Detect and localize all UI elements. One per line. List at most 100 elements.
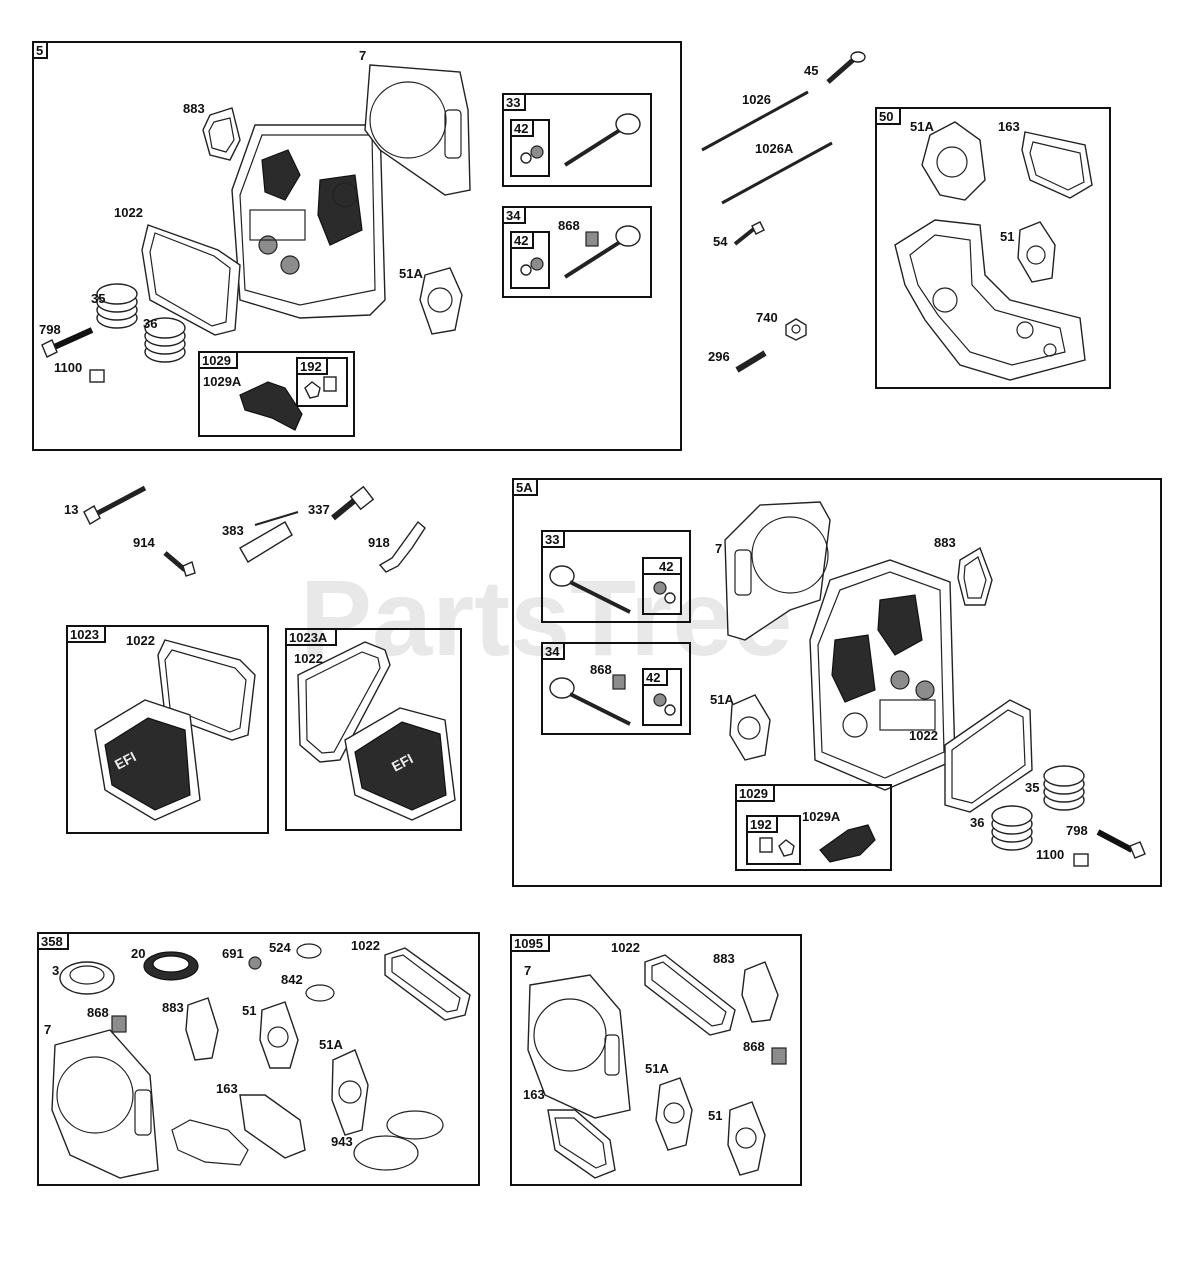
gasket-51: [259, 1001, 299, 1069]
label-868: 868: [558, 218, 580, 233]
box-192-tag: 192: [300, 359, 322, 374]
box-1029-tag: 1029: [739, 786, 768, 801]
gasket-51A: [419, 267, 463, 335]
label-1022: 1022: [351, 938, 380, 953]
box-1023-tag: 1023: [70, 627, 99, 642]
gasket-883: [741, 961, 779, 1023]
label-883: 883: [183, 101, 205, 116]
o-ring-842: [305, 984, 335, 1002]
valve-cover-gasket-1022: [644, 954, 736, 1036]
ring-943: [353, 1135, 419, 1171]
valve-cover-gasket-1022: [384, 947, 471, 1021]
valve-cover-gasket-1022: [944, 699, 1033, 813]
label-51: 51: [242, 1003, 256, 1018]
clip-1100: [1073, 853, 1089, 867]
label-868: 868: [87, 1005, 109, 1020]
gasket-51A: [921, 121, 986, 201]
stud-296: [735, 350, 767, 373]
label-337: 337: [308, 502, 330, 517]
valve-spring-35: [96, 283, 138, 329]
label-868: 868: [590, 662, 612, 677]
bolt-798: [1096, 829, 1146, 859]
valve-33: [549, 565, 631, 614]
box-33-tag: 33: [545, 532, 559, 547]
gasket-883: [202, 107, 241, 161]
label-51: 51: [708, 1108, 722, 1123]
label-163: 163: [216, 1081, 238, 1096]
label-1100: 1100: [1036, 847, 1064, 862]
bolt-54: [733, 221, 765, 246]
label-1026: 1026: [742, 92, 771, 107]
seal-868: [771, 1047, 787, 1065]
box-50-tag: 50: [879, 109, 893, 124]
group-1023A: 1023A EFI 1022: [285, 628, 462, 831]
valve-spring-36: [991, 805, 1033, 851]
label-914: 914: [133, 535, 155, 550]
valve-spring-35: [1043, 765, 1085, 811]
seal-868: [585, 231, 599, 247]
box-192-tag: 192: [750, 817, 772, 832]
gasket-163: [1021, 131, 1093, 199]
valve-34: [549, 677, 631, 726]
gasket-883: [185, 997, 219, 1061]
label-35: 35: [91, 291, 105, 306]
push-rod-1026: [701, 90, 809, 152]
seal-20: [143, 951, 199, 981]
seal-868: [612, 674, 626, 690]
gasket-51A: [655, 1077, 693, 1151]
hose-918: [378, 520, 426, 573]
seal-3: [59, 961, 115, 995]
label-1022: 1022: [114, 205, 143, 220]
seal-691: [248, 956, 262, 970]
gasket-outline: [171, 1119, 249, 1166]
nut-740: [785, 318, 807, 341]
label-163: 163: [523, 1087, 545, 1102]
bolt-798: [41, 327, 94, 358]
o-ring-524: [296, 943, 322, 959]
box-5A-tag: 5A: [516, 480, 533, 495]
label-51A: 51A: [645, 1061, 669, 1076]
label-1022: 1022: [126, 633, 155, 648]
label-943: 943: [331, 1134, 353, 1149]
label-1022: 1022: [909, 728, 938, 743]
label-13: 13: [64, 502, 78, 517]
label-883: 883: [934, 535, 956, 550]
label-798: 798: [1066, 823, 1088, 838]
group-1095: 1095 7 1022 883 868 51A 163 51: [510, 934, 802, 1186]
label-691: 691: [222, 946, 244, 961]
gasket-51A: [331, 1049, 369, 1136]
label-883: 883: [162, 1000, 184, 1015]
label-383: 383: [222, 523, 244, 538]
rocker-arm-1029A: [239, 381, 303, 431]
cylinder-head: [231, 124, 386, 319]
box-5-tag: 5: [36, 43, 43, 58]
label-3: 3: [52, 963, 59, 978]
gasket-51: [727, 1101, 766, 1176]
label-51A: 51A: [910, 119, 934, 134]
push-rod-1026A: [721, 141, 833, 205]
label-918: 918: [368, 535, 390, 550]
bolt-13: [83, 485, 147, 525]
box-1095-tag: 1095: [514, 936, 543, 951]
clip-1100: [89, 369, 105, 383]
label-1100: 1100: [54, 360, 82, 375]
head-gasket-7: [724, 501, 831, 641]
box-358-tag: 358: [41, 934, 63, 949]
label-1029A: 1029A: [802, 809, 841, 824]
intake-manifold: [894, 219, 1086, 381]
box-42-tag: 42: [659, 559, 673, 574]
label-7: 7: [524, 963, 531, 978]
gasket-51A: [729, 694, 771, 761]
label-163: 163: [998, 119, 1020, 134]
box-42-tag: 42: [514, 233, 528, 248]
head-gasket-7: [51, 1029, 159, 1179]
label-35: 35: [1025, 780, 1039, 795]
valve-cover-gasket-1022: [141, 224, 241, 336]
box-1023A-tag: 1023A: [289, 630, 328, 645]
spark-plug-337: [331, 485, 375, 521]
label-1029A: 1029A: [203, 374, 242, 389]
box-34-tag: 34: [506, 208, 521, 223]
box-1029-tag: 1029: [202, 353, 231, 368]
label-296: 296: [708, 349, 730, 364]
label-1022: 1022: [611, 940, 640, 955]
